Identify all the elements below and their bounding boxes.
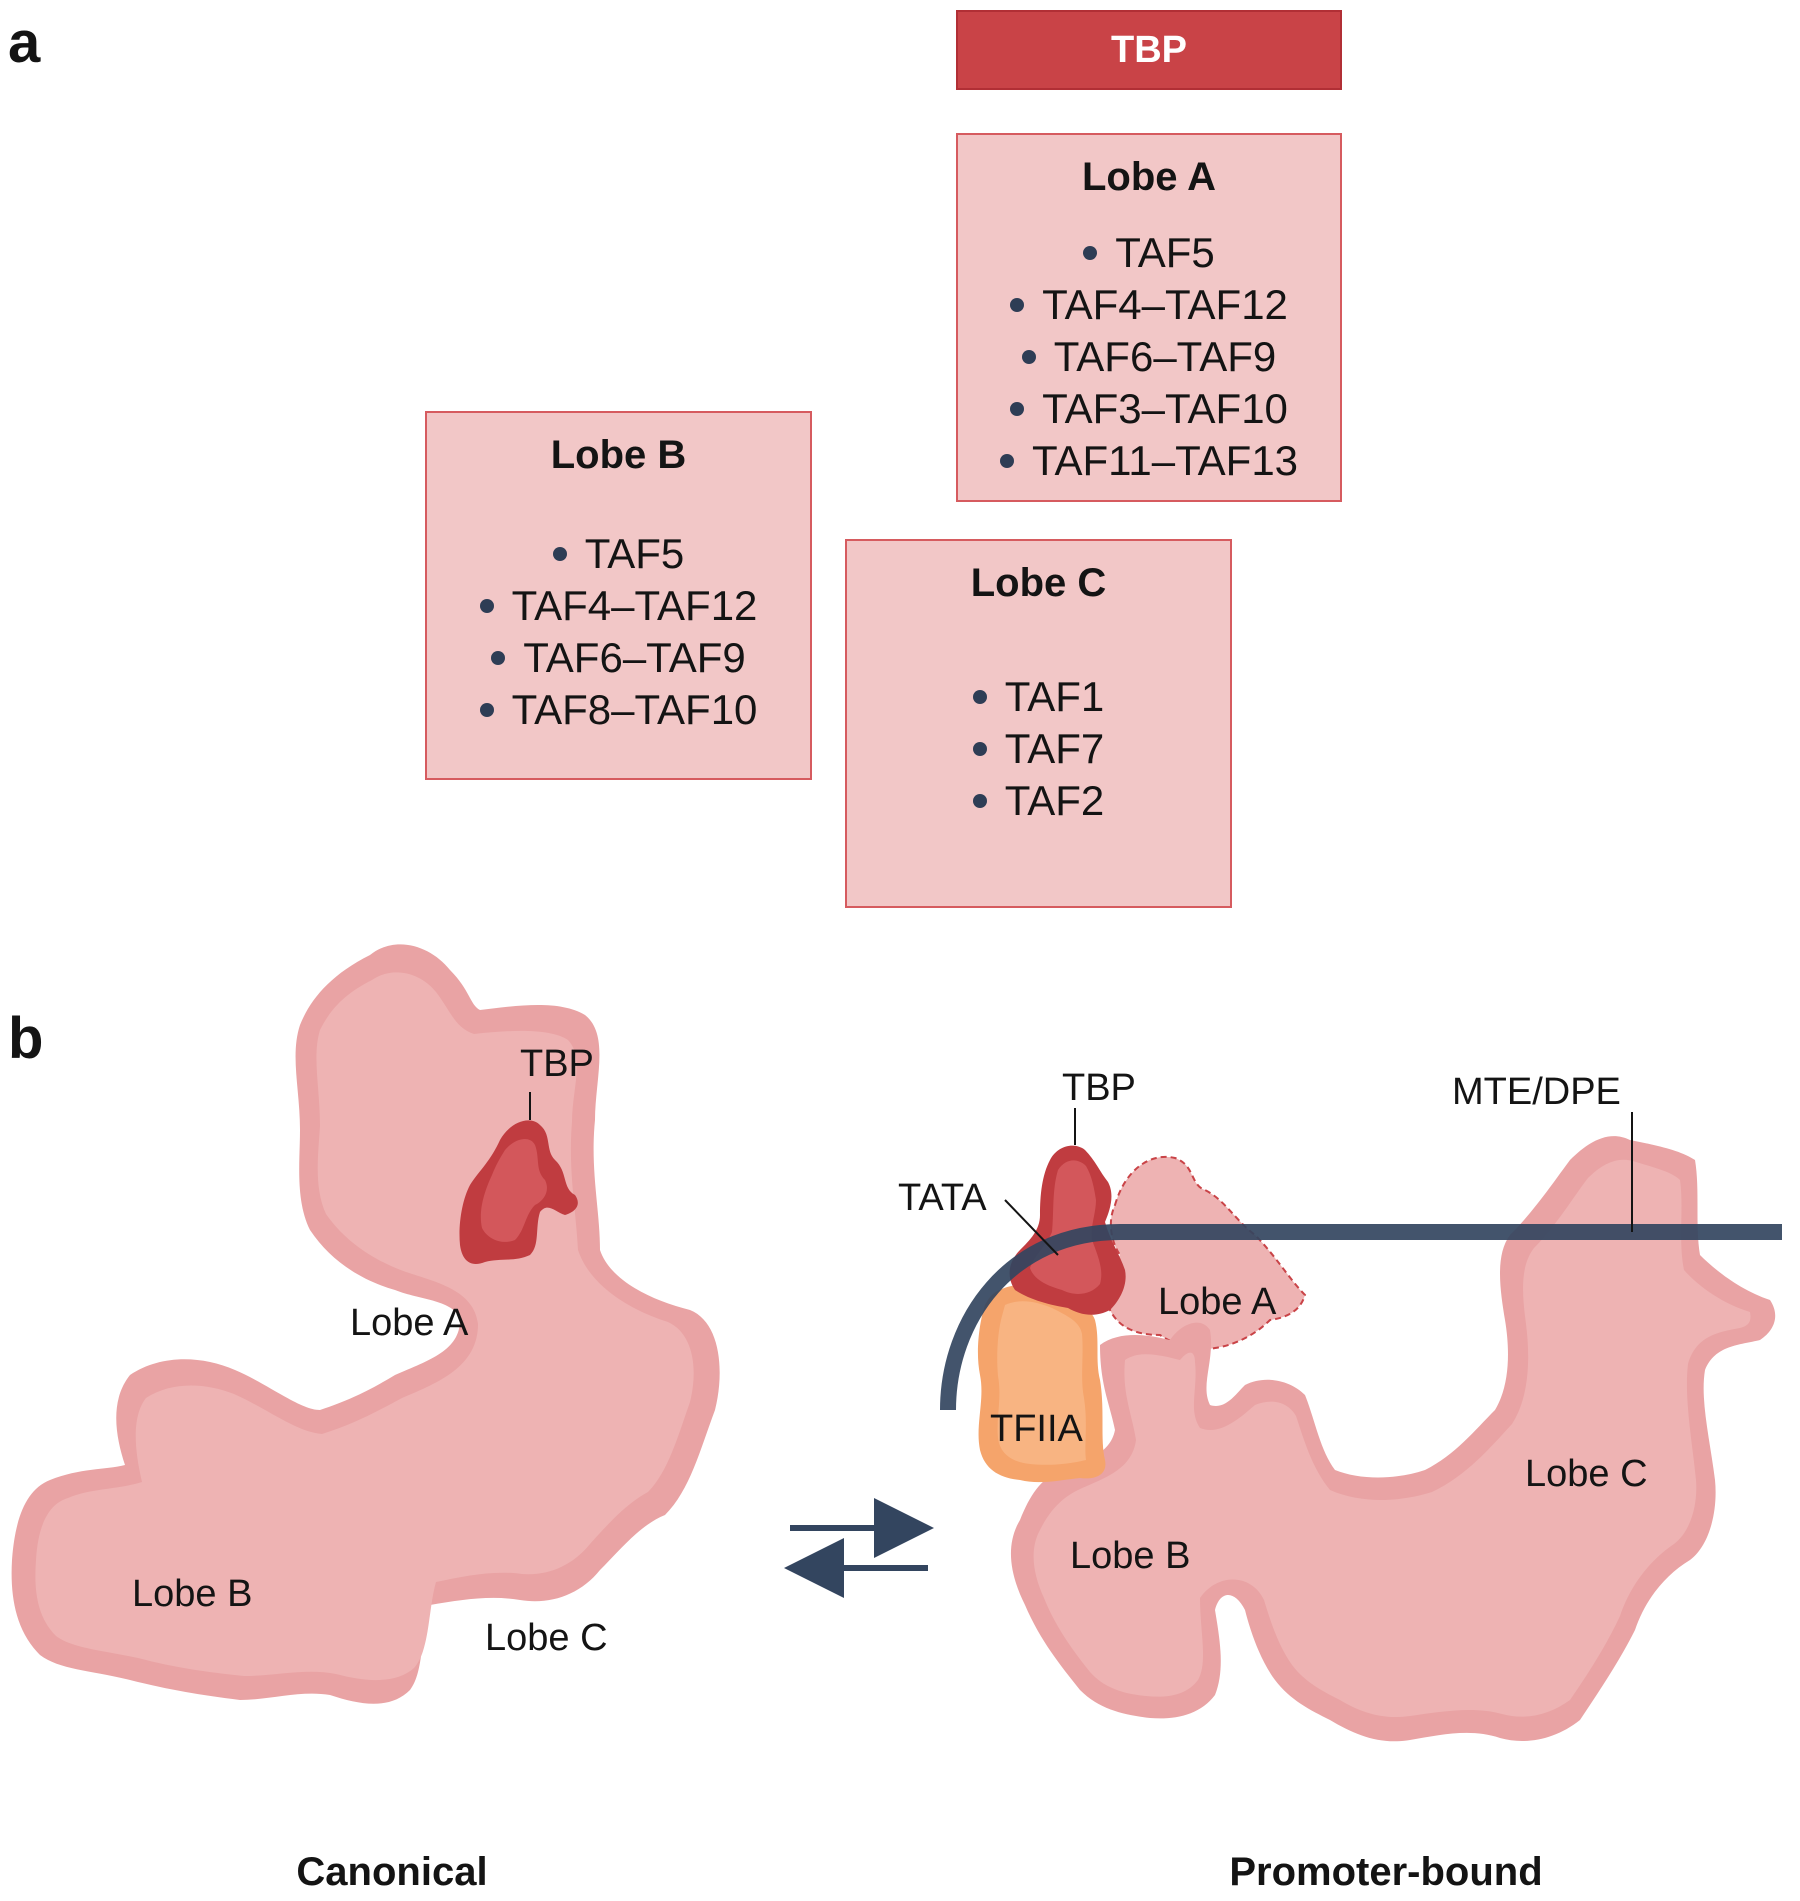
- list-item-text: TAF5: [1115, 229, 1215, 276]
- list-item-text: TAF5: [584, 530, 685, 577]
- promoter-lobe-c-label: Lobe C: [1525, 1453, 1648, 1495]
- mte-dpe-label: MTE/DPE: [1452, 1071, 1621, 1113]
- bullet-icon: [1083, 246, 1098, 260]
- bullet-icon: [972, 742, 987, 756]
- promoter-lobe-a-label: Lobe A: [1158, 1281, 1277, 1323]
- tata-leader: [1004, 1199, 1059, 1256]
- list-item: TAF6–TAF9: [1021, 331, 1277, 383]
- list-item-text: TAF6–TAF9: [1053, 333, 1277, 380]
- tata-label: TATA: [898, 1177, 987, 1219]
- bullet-icon: [1010, 298, 1025, 312]
- lobe-b-title: Lobe B: [550, 433, 687, 477]
- list-item-text: TAF3–TAF10: [1042, 385, 1288, 432]
- bullet-icon: [1010, 402, 1025, 416]
- list-item-text: TAF1: [1004, 673, 1105, 720]
- lobe-a-title: Lobe A: [1081, 155, 1217, 199]
- promoter-lobe-inner: [1033, 1159, 1751, 1718]
- bullet-icon: [1021, 350, 1036, 364]
- list-item-text: TAF4–TAF12: [511, 582, 758, 629]
- bullet-icon: [479, 599, 494, 613]
- list-item-text: TAF8–TAF10: [511, 686, 758, 733]
- tfiia-label: TFIIA: [990, 1408, 1084, 1450]
- list-item: TAF3–TAF10: [1010, 383, 1288, 435]
- equilibrium-arrows: [784, 1498, 934, 1598]
- list-item: TAF6–TAF9: [491, 632, 746, 684]
- lobe-b-box: Lobe B TAF5 TAF4–TAF12 TAF6–TAF9 TAF8–TA…: [425, 411, 812, 780]
- canonical-tbp-label: TBP: [520, 1043, 594, 1085]
- list-item: TAF4–TAF12: [1010, 279, 1288, 331]
- lobe-a-list: TAF5 TAF4–TAF12 TAF6–TAF9 TAF3–TAF10 TAF…: [958, 227, 1340, 487]
- lobe-a-box: Lobe A TAF5 TAF4–TAF12 TAF6–TAF9 TAF3–TA…: [956, 133, 1342, 502]
- list-item: TAF1: [972, 671, 1105, 723]
- list-item-text: TAF6–TAF9: [523, 634, 746, 681]
- bullet-icon: [479, 703, 494, 717]
- canonical-lobe-c-label: Lobe C: [485, 1617, 608, 1659]
- bullet-icon: [999, 454, 1014, 468]
- bullet-icon: [552, 547, 567, 561]
- list-item-text: TAF11–TAF13: [1031, 437, 1299, 484]
- list-item: TAF8–TAF10: [479, 684, 758, 736]
- list-item: TAF11–TAF13: [999, 435, 1299, 487]
- bullet-icon: [972, 690, 987, 704]
- dna-strand: [940, 1224, 1782, 1411]
- list-item: TAF5: [1083, 227, 1215, 279]
- list-item: TAF2: [972, 775, 1105, 827]
- promoter-lobe-b-label: Lobe B: [1070, 1535, 1190, 1577]
- promoter-bound-complex: TBP TATA MTE/DPE TFIIA Lobe A Lobe B Lob…: [898, 1067, 1782, 1894]
- promoter-tbp-label: TBP: [1062, 1067, 1136, 1109]
- promoter-tbp-highlight: [1030, 1160, 1102, 1294]
- canonical-caption: Canonical: [296, 1850, 487, 1894]
- canonical-tbp-highlight: [480, 1138, 547, 1242]
- list-item: TAF4–TAF12: [479, 580, 758, 632]
- list-item-text: TAF4–TAF12: [1042, 281, 1288, 328]
- tfiia-inner: [997, 1301, 1086, 1465]
- tbp-bar: TBP: [956, 10, 1342, 90]
- canonical-lobe-a-label: Lobe A: [350, 1302, 469, 1344]
- bullet-icon: [491, 651, 506, 665]
- list-item-text: TAF2: [1004, 777, 1105, 824]
- canonical-lobe-b-label: Lobe B: [132, 1573, 252, 1615]
- lobe-c-title: Lobe C: [970, 561, 1107, 605]
- promoter-bound-caption: Promoter-bound: [1229, 1850, 1542, 1894]
- lobe-c-box: Lobe C TAF1 TAF7 TAF2: [845, 539, 1232, 908]
- panel-b-letter: b: [8, 1006, 44, 1071]
- list-item: TAF5: [552, 528, 685, 580]
- bullet-icon: [972, 794, 987, 808]
- list-item: TAF7: [972, 723, 1105, 775]
- canonical-complex: TBP Lobe A Lobe B Lobe C Canonical: [11, 944, 720, 1894]
- panel-a-letter: a: [8, 10, 41, 75]
- lobe-c-list: TAF1 TAF7 TAF2: [847, 671, 1230, 827]
- lobe-b-list: TAF5 TAF4–TAF12 TAF6–TAF9 TAF8–TAF10: [427, 528, 810, 736]
- list-item-text: TAF7: [1004, 725, 1105, 772]
